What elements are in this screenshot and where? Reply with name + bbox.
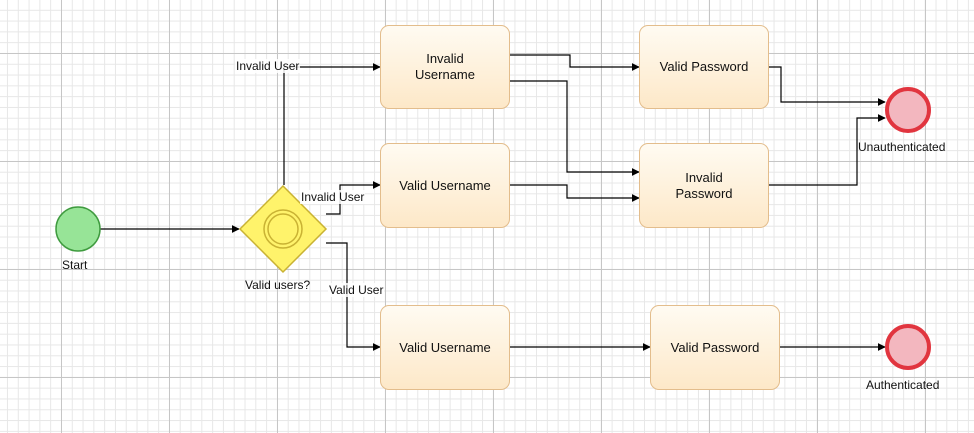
gateway-inner-ring-outer [263,209,303,249]
edge-valid-password-to-unauthenticated [769,66,886,106]
task-invalid-password[interactable]: Invalid Password [639,143,769,228]
gateway-diamond[interactable] [238,184,328,274]
gateway-label: Valid users? [245,278,311,292]
edge-invalid-username-to-valid-password [510,54,640,71]
edge-label-invalid-user-mid: Invalid User [300,190,366,204]
end-label-unauthenticated: Unauthenticated [858,140,946,154]
edge-valid-username-to-invalid-password [510,184,640,202]
task-valid-password-top[interactable]: Valid Password [639,25,769,109]
start-event[interactable] [55,206,101,252]
edge-label-valid-user: Valid User [328,283,385,297]
edge-gateway-to-invalid-username [283,63,381,185]
end-event-authenticated[interactable] [885,324,931,370]
end-event-unauthenticated[interactable] [885,87,931,133]
edge-label-invalid-user-top: Invalid User [235,59,301,73]
task-valid-password-bottom[interactable]: Valid Password [650,305,780,390]
edge-invalid-username-to-invalid-password [510,80,640,176]
task-valid-username-mid[interactable]: Valid Username [380,143,510,228]
gateway-inner-ring-inner [267,213,299,245]
start-label: Start [62,258,88,272]
task-valid-username-bottom[interactable]: Valid Username [380,305,510,390]
task-invalid-username[interactable]: Invalid Username [380,25,510,109]
edge-invalid-password-to-unauthenticated [769,114,886,186]
end-label-authenticated: Authenticated [866,378,940,392]
